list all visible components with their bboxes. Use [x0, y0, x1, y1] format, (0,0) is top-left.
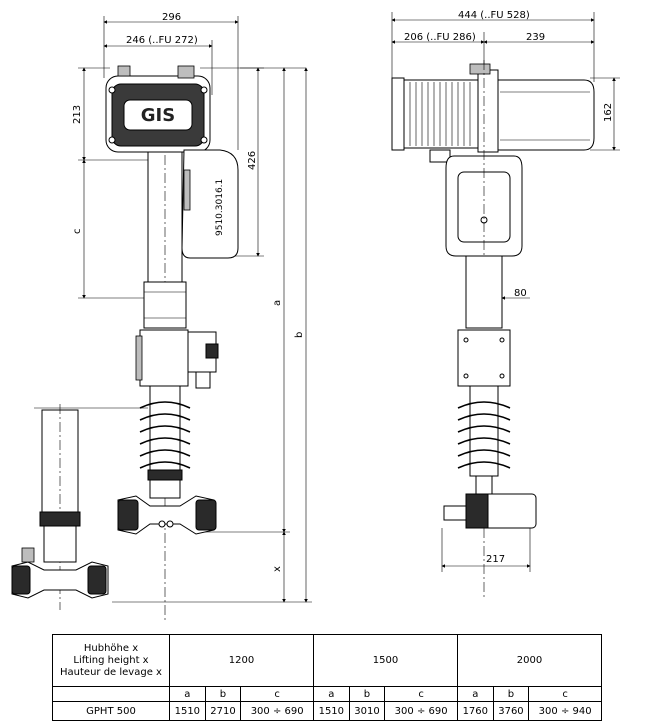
cell: 1510 [312, 701, 350, 721]
group-header: 1200 [169, 634, 314, 687]
cell: 300 ÷ 940 [528, 701, 602, 721]
motor-unit [391, 63, 595, 163]
cell: 3010 [348, 701, 386, 721]
lowered-position [11, 404, 148, 610]
specification-table: Hubhöhe x Lifting height x Hauteur de le… [52, 634, 603, 721]
clamp-block [139, 329, 189, 387]
table-row: GPHT 500 1510 2710 300 ÷ 690 1510 3010 3… [52, 701, 602, 721]
dim-426: 426 [247, 151, 258, 170]
cell: 1760 [456, 701, 494, 721]
group-header: 1500 [312, 634, 458, 687]
dim-246: 246 (..FU 272) [126, 35, 198, 46]
cell: 3760 [492, 701, 530, 721]
dim-b: b [294, 332, 305, 338]
dim-296: 296 [162, 12, 181, 23]
dim-a: a [272, 300, 283, 306]
logo: GIS [141, 105, 175, 126]
front-column [465, 255, 503, 329]
hook-block [117, 479, 217, 535]
control-box [181, 149, 239, 259]
cell: 300 ÷ 690 [384, 701, 458, 721]
table-subheader-row: a b c a b c a b c [52, 686, 602, 702]
dim-239: 239 [526, 32, 545, 43]
cell: 1510 [169, 701, 206, 721]
dim-80: 80 [514, 288, 527, 299]
subcol-c: c [240, 686, 314, 702]
cell: 300 ÷ 690 [240, 701, 314, 721]
header-label-en: Lifting height x [73, 654, 149, 666]
subcol-b: b [348, 686, 386, 702]
spring-coil [139, 385, 191, 497]
subcol-a: a [456, 686, 494, 702]
dim-162: 162 [603, 103, 614, 122]
model-name: GPHT 500 [52, 701, 170, 721]
dim-x: x [272, 566, 283, 572]
subcol-a: a [169, 686, 206, 702]
subcol-b: b [204, 686, 242, 702]
subcol-c: c [384, 686, 458, 702]
table-header-row: Hubhöhe x Lifting height x Hauteur de le… [52, 634, 603, 687]
front-spring [457, 385, 511, 477]
subcol-b: b [492, 686, 530, 702]
front-view: 444 (..FU 528) 206 (..FU 286) 239 162 [391, 10, 620, 600]
subcol-a: a [312, 686, 350, 702]
dim-444: 444 (..FU 528) [458, 10, 530, 21]
subcol-c: c [528, 686, 602, 702]
header-label-fr: Hauteur de levage x [60, 666, 162, 678]
dim-213: 213 [72, 105, 83, 124]
header-label-de: Hubhöhe x [83, 642, 139, 654]
side-view: 296 246 (..FU 272) 213 c 426 a b x [11, 12, 312, 620]
group-header: 2000 [456, 634, 603, 687]
dim-206: 206 (..FU 286) [404, 32, 476, 43]
technical-drawing: 296 246 (..FU 272) 213 c 426 a b x [11, 10, 620, 620]
dim-c: c [72, 229, 83, 235]
front-hook-block: 217 [441, 475, 537, 572]
header-label-cell: Hubhöhe x Lifting height x Hauteur de le… [52, 634, 170, 687]
part-number: 9510.3016.1 [215, 179, 225, 236]
cell: 2710 [204, 701, 242, 721]
dim-217: 217 [486, 554, 505, 565]
